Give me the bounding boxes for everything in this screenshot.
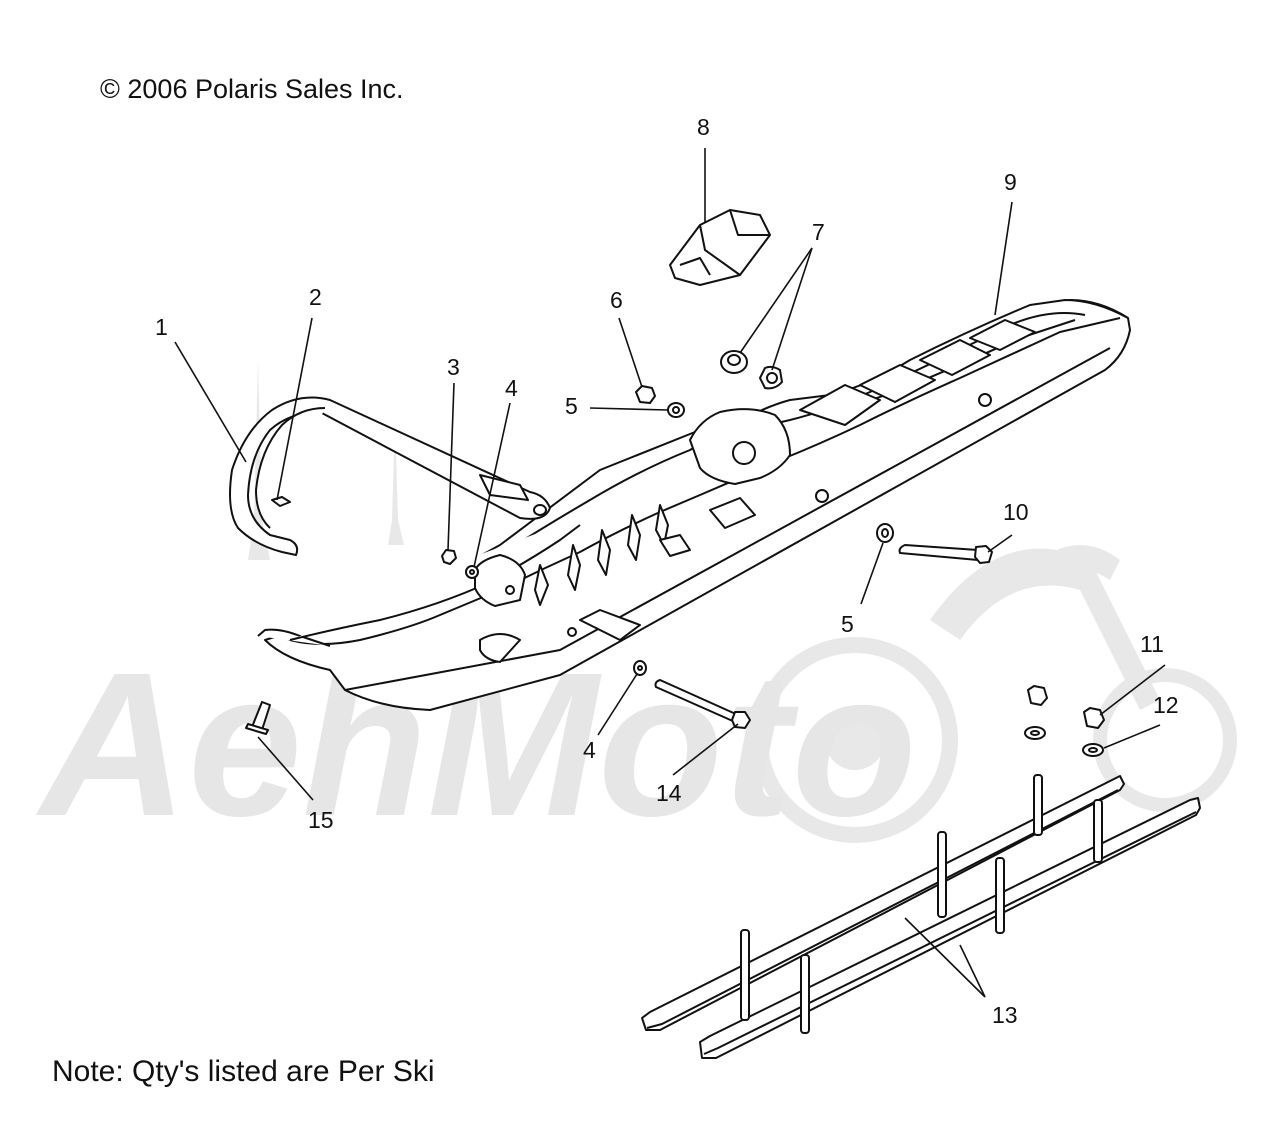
runner-bars (641, 774, 1201, 1059)
callout-15: 15 (308, 807, 334, 833)
callout-11: 11 (1140, 631, 1164, 657)
callout-9: 9 (1004, 169, 1017, 195)
callout-6: 6 (610, 287, 623, 313)
small-parts (245, 209, 1105, 757)
callout-13: 13 (992, 1002, 1018, 1028)
ski-body (257, 299, 1131, 711)
callout-5-upper: 5 (565, 393, 578, 419)
quantity-note: Note: Qty's listed are Per Ski (52, 1055, 435, 1088)
callout-4-lower: 4 (583, 737, 596, 763)
ski-loop (229, 396, 551, 556)
callout-5-lower: 5 (841, 611, 854, 637)
callout-1: 1 (155, 314, 168, 340)
callout-7: 7 (812, 219, 825, 245)
callout-3: 3 (447, 354, 460, 380)
callouts: 1 2 3 4 4 5 5 6 7 8 9 10 11 12 13 14 15 (155, 114, 1179, 1028)
callout-10: 10 (1003, 499, 1029, 525)
copyright-text: © 2006 Polaris Sales Inc. (100, 74, 404, 104)
callout-8: 8 (697, 114, 710, 140)
leader-lines (174, 148, 1166, 998)
callout-12: 12 (1153, 692, 1179, 718)
callout-14: 14 (656, 780, 682, 806)
callout-2: 2 (309, 284, 322, 310)
callout-4-upper: 4 (505, 375, 518, 401)
